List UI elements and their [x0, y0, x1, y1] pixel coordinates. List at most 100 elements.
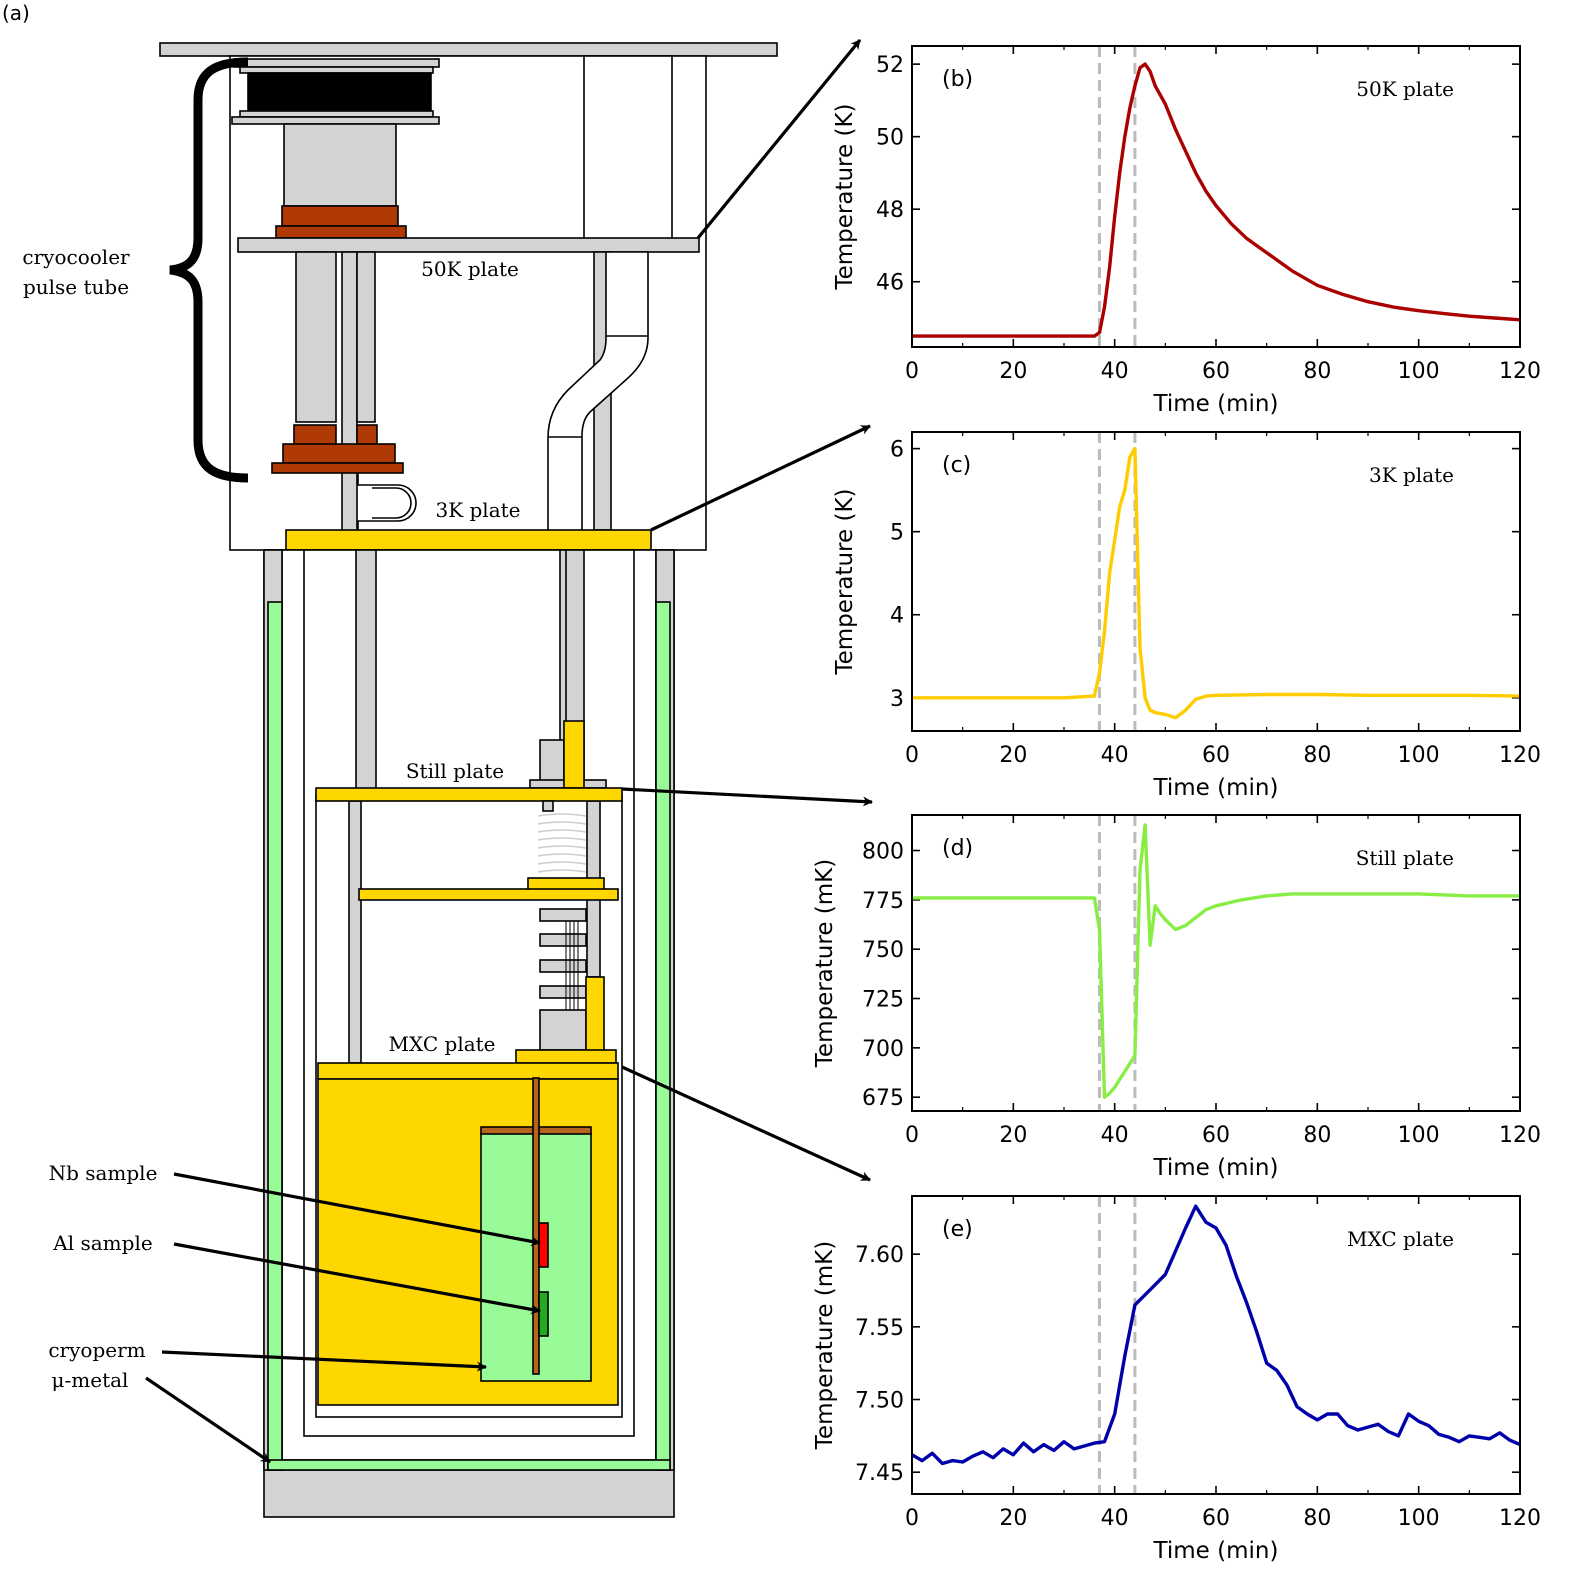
support-rod-left: [341, 251, 358, 532]
y-tick-label: 775: [862, 889, 904, 914]
y-tick-label: 800: [862, 840, 904, 865]
label-mu-metal: μ-metal: [52, 1368, 129, 1392]
cryostat-diagram: (a) 50K plate 3K plate: [2, 1, 778, 1518]
mixing-chamber: [539, 1009, 587, 1051]
x-axis-label: Time (min): [1153, 1155, 1279, 1181]
plate-3k: [285, 529, 652, 551]
x-tick-label: 100: [1398, 359, 1440, 384]
plot-frame: [911, 431, 1521, 732]
arrow-still-to-d: [621, 787, 873, 807]
cryoperm-wall-left: [267, 601, 283, 1471]
top-flange: [159, 42, 778, 57]
x-tick-label: 40: [1101, 743, 1129, 768]
plot-annotation: MXC plate: [1347, 1227, 1454, 1251]
x-tick-label: 120: [1499, 743, 1541, 768]
x-tick-label: 0: [905, 743, 919, 768]
heat-exchanger-1: [539, 908, 587, 922]
plate-50k: [237, 237, 700, 253]
y-tick-label: 7.50: [855, 1389, 904, 1414]
pt-head-ring-3: [239, 110, 434, 118]
heat-exchanger-4: [539, 985, 587, 999]
plot-frame: [911, 1195, 1521, 1495]
y-tick-label: 6: [890, 438, 904, 463]
panel-label: (b): [942, 67, 973, 92]
still-pot: [539, 739, 565, 783]
x-tick-label: 0: [905, 359, 919, 384]
cryoperm-wall-right: [655, 601, 671, 1471]
al-sample: [538, 1291, 549, 1337]
y-tick-label: 46: [876, 271, 904, 296]
plot-annotation: Still plate: [1356, 846, 1454, 870]
arrow-nb-sample: [173, 1172, 541, 1247]
label-nb-sample: Nb sample: [49, 1161, 158, 1185]
service-box: [583, 55, 673, 240]
cryocooler-brace: [169, 57, 249, 483]
panel-label: (d): [942, 836, 973, 861]
panel-label-a: (a): [2, 1, 30, 25]
heat-exchanger-inner: [372, 487, 412, 519]
x-tick-label: 120: [1499, 1123, 1541, 1148]
y-axis-label: Temperature (K): [832, 488, 858, 675]
x-tick-label: 100: [1398, 1123, 1440, 1148]
y-tick-label: 7.45: [855, 1461, 904, 1486]
y-tick-label: 48: [876, 198, 904, 223]
heat-exchanger-3: [539, 959, 587, 973]
arrow-50k-to-b: [696, 38, 862, 240]
callout-arrows: [145, 38, 873, 1464]
pt-head-ring-4: [231, 116, 440, 125]
x-axis-label: Time (min): [1153, 775, 1279, 801]
plot-frame: [911, 814, 1521, 1112]
y-tick-label: 7.60: [855, 1243, 904, 1268]
plate-cold: [358, 888, 619, 901]
x-tick-label: 40: [1101, 1123, 1129, 1148]
plot-frame: [911, 45, 1521, 348]
x-tick-label: 80: [1303, 1123, 1331, 1148]
pt-first-stage-flange: [281, 205, 399, 227]
series-line: [912, 446, 1521, 720]
bellows: [537, 813, 587, 873]
y-tick-label: 7.55: [855, 1316, 904, 1341]
y-tick-label: 5: [890, 521, 904, 546]
plot-annotation: 3K plate: [1369, 463, 1454, 487]
y-tick-label: 3: [890, 687, 904, 712]
arrow-mxc-to-e: [621, 1065, 871, 1182]
panel-label: (e): [942, 1217, 973, 1242]
y-tick-label: 675: [862, 1086, 904, 1111]
x-tick-label: 80: [1303, 359, 1331, 384]
panel-label: (c): [942, 453, 971, 478]
pt-second-stage-flange-left: [293, 424, 337, 446]
pt-first-stage-body: [283, 123, 397, 207]
y-tick-label: 700: [862, 1037, 904, 1062]
x-tick-label: 40: [1101, 1506, 1129, 1531]
label-still-plate: Still plate: [406, 759, 504, 783]
series-line: [912, 62, 1521, 338]
plot-annotation: 50K plate: [1356, 77, 1454, 101]
mxc-block: [515, 1049, 617, 1064]
sample-rod: [532, 1077, 540, 1375]
x-axis-label: Time (min): [1153, 391, 1279, 417]
pt-head-ring-top: [233, 58, 440, 68]
x-tick-label: 40: [1101, 359, 1129, 384]
y-tick-label: 50: [876, 126, 904, 151]
series-line: [911, 1204, 1521, 1466]
arrow-al-sample: [173, 1242, 541, 1315]
label-mxc-plate: MXC plate: [388, 1032, 495, 1056]
y-axis-label: Temperature (K): [832, 103, 858, 290]
y-tick-label: 725: [862, 988, 904, 1013]
x-tick-label: 60: [1202, 1506, 1230, 1531]
arrow-3k-to-c: [650, 424, 871, 532]
x-tick-label: 20: [999, 1123, 1027, 1148]
x-tick-label: 0: [905, 1123, 919, 1148]
heat-exchanger-tubes: [565, 921, 579, 1010]
pt-second-stage-flange-right: [356, 424, 378, 446]
arrow-cryoperm-outer: [145, 1376, 271, 1464]
still-feedthrough: [542, 800, 554, 812]
label-50k-plate: 50K plate: [421, 257, 519, 281]
heat-exchanger-2: [539, 933, 587, 947]
y-axis-label: Temperature (mK): [812, 1241, 838, 1450]
